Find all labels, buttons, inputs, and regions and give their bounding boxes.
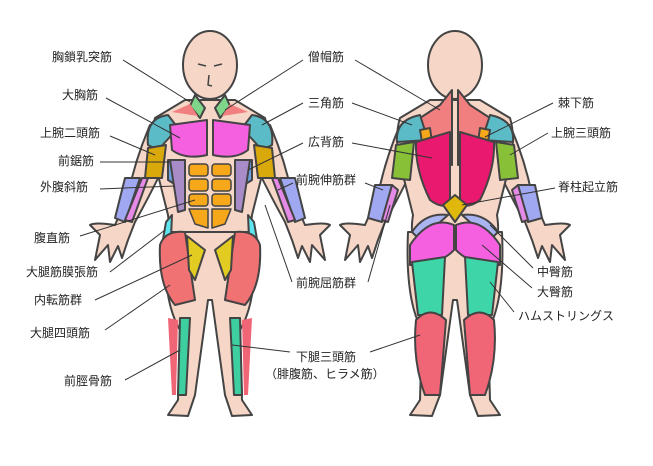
label-trapezius: 僧帽筋 — [308, 50, 345, 64]
label-triceps-surae: 下腿三頭筋 — [296, 350, 357, 364]
leader-calf — [231, 344, 291, 353]
leader-rectus — [79, 199, 196, 237]
leader-gluteus-maximus — [481, 244, 533, 289]
front-head — [182, 30, 238, 100]
leader-tibialis — [124, 349, 181, 381]
gluteus-medius-muscle — [411, 213, 499, 241]
label-erector: 脊柱起立筋 — [558, 180, 619, 194]
oblique-muscle — [169, 159, 251, 213]
quadriceps-muscle — [158, 230, 262, 306]
biceps-muscle — [144, 144, 276, 179]
label-adductors: 内転筋群 — [34, 293, 83, 307]
leader-tfl — [109, 229, 166, 273]
leader-adductors — [94, 254, 193, 301]
label-gluteus-medius: 中臀筋 — [537, 265, 574, 279]
leader-extensor-back — [364, 182, 384, 191]
leader-lat-back — [351, 142, 433, 159]
label-hamstrings: ハムストリングス — [518, 309, 615, 323]
tibialis-muscle — [177, 317, 243, 396]
label-forearm-extensors: 前腕伸筋群 — [296, 173, 357, 187]
front-face — [197, 63, 223, 87]
label-tibialis: 前脛骨筋 — [64, 374, 113, 388]
label-scm: 胸鎖乳突筋 — [52, 50, 113, 64]
forearm-flexor-front — [124, 177, 296, 223]
leader-flexor-back — [367, 204, 391, 283]
leader-gluteus-medius — [489, 224, 534, 269]
front-shin-muscle — [168, 318, 252, 395]
label-latissimus: 広背筋 — [308, 135, 345, 149]
label-tfl: 大腿筋膜張筋 — [26, 265, 99, 279]
label-pectoralis: 大胸筋 — [62, 88, 99, 102]
label-serratus: 前鋸筋 — [58, 154, 95, 168]
leader-triceps — [509, 132, 549, 156]
leader-lines — [79, 59, 556, 381]
calf-muscle — [414, 311, 496, 396]
label-deltoid: 三角筋 — [308, 96, 345, 110]
back-forearm-flexor — [381, 184, 529, 223]
label-gluteus-maximus: 大臀筋 — [537, 285, 574, 299]
leader-quadriceps — [104, 284, 171, 331]
label-triceps: 上腕三頭筋 — [551, 126, 612, 140]
leader-scm — [122, 59, 191, 103]
leader-biceps — [109, 135, 156, 156]
leader-lat — [247, 142, 304, 171]
back-head — [427, 30, 483, 100]
scm-muscle — [189, 94, 231, 119]
leader-erector — [461, 187, 556, 206]
triceps-muscle — [391, 141, 519, 181]
leader-oblique — [99, 185, 176, 190]
leader-calf-back — [369, 334, 421, 353]
leader-hamstrings — [489, 281, 515, 313]
leader-flexor — [264, 204, 293, 283]
leader-trapezius-back — [354, 59, 441, 111]
leader-pectoralis — [105, 97, 181, 139]
label-quadriceps: 大腿四頭筋 — [30, 326, 91, 340]
leader-infraspinatus — [484, 102, 554, 138]
front-figure — [89, 30, 331, 417]
back-figure — [339, 30, 571, 417]
label-oblique: 外腹斜筋 — [40, 180, 89, 194]
rectus-abdominis-muscle — [188, 163, 232, 229]
adductor-muscle — [186, 235, 234, 281]
label-infraspinatus: 棘下筋 — [558, 96, 595, 110]
leader-extensor — [277, 182, 294, 191]
front-arm-right — [257, 124, 331, 263]
leader-deltoid — [261, 102, 304, 126]
pectoralis-muscle — [169, 119, 251, 158]
label-triceps-surae-sub: （腓腹筋、ヒラメ筋） — [265, 367, 385, 381]
back-forearm-extensor — [367, 184, 543, 223]
leader-deltoid-back — [351, 102, 413, 126]
label-forearm-flexors: 前腕屈筋群 — [296, 276, 357, 290]
leader-trapezius — [224, 59, 304, 111]
hamstrings-muscle — [411, 256, 499, 316]
label-biceps: 上腕二頭筋 — [40, 126, 101, 140]
erector-muscle — [442, 194, 468, 223]
label-rectus-abdominis: 腹直筋 — [34, 231, 71, 245]
